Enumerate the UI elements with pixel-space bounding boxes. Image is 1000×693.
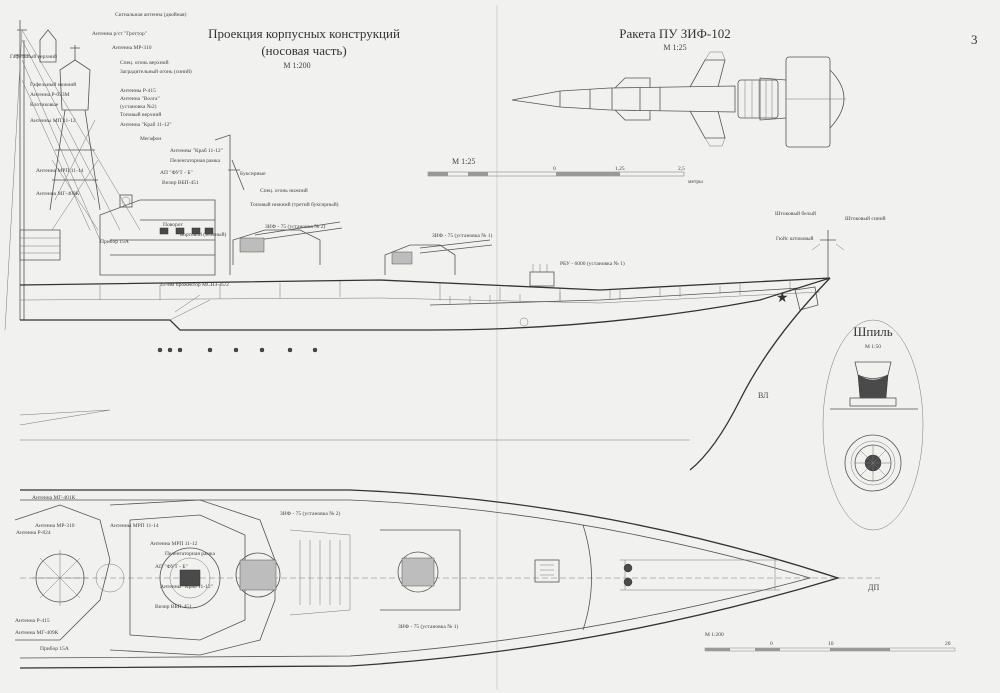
page-number: 3 <box>971 32 978 47</box>
scale-bar-label: М 1:25 <box>452 157 475 166</box>
plan-label-ap-fut: АП "ФУТ - Б" <box>155 564 188 570</box>
label-spec-light-upper: Спец. огонь верхний <box>120 59 169 66</box>
missile-drawing <box>511 51 846 148</box>
star-emblem-icon: ★ <box>776 291 789 306</box>
label-r415: Антенны Р-415 <box>120 88 156 94</box>
plan-label-mrp1112: Антенна МРП 11-12 <box>150 541 198 547</box>
windlass-detail: Шпиль М 1:50 <box>822 319 924 531</box>
bottom-scale-bar: М 1:200 0 10 20 <box>704 632 956 652</box>
side-labels: Сигнальная антенна (двойная) Антенна р/с… <box>10 11 886 288</box>
label-pribor-15a: Прибор 15А <box>100 238 129 245</box>
portholes <box>157 347 318 353</box>
plan-label-mr310: Антенна МР-310 <box>35 523 75 529</box>
label-staff-blue: Штоковый синий <box>845 215 886 222</box>
label-ap-fut: АП "ФУТ - Б" <box>160 170 193 176</box>
label-rst-grottor: Антенна р/ст "Гроттор" <box>92 31 147 37</box>
label-spec-light-lower: Спец. огонь нижний <box>260 187 308 194</box>
plan-label-vizir: Визир ВБП-451 <box>155 604 192 610</box>
plan-label-pribor: Прибор 15А <box>40 645 69 652</box>
scale-bar-tick-2: 2,5 <box>678 166 685 172</box>
plan-label-peleng: Пеленгаторная рамка <box>165 551 215 557</box>
plan-label-mg401k: Антенна МГ-401К <box>32 495 76 501</box>
bottom-scale-label: М 1:200 <box>705 632 724 638</box>
label-rbu: РБУ - 6000 (установка № 1) <box>560 260 625 267</box>
label-bortovoy: Бортовой (зеленый) <box>180 231 227 238</box>
label-staff-white: Штоковый белый <box>775 210 816 217</box>
label-krab: Антенны "Краб 11-12" <box>170 147 223 154</box>
plan-label-krab: Антенны "Краб 11-12" <box>160 583 213 590</box>
side-view: ★ ВЛ <box>4 20 845 471</box>
plan-label-mrp1114: Антенны МРП 11-14 <box>110 523 159 529</box>
bottom-scale-tick-1: 10 <box>828 641 834 647</box>
missile-scale: М 1:25 <box>663 43 686 52</box>
label-top-lower: Топовый нижний (третий буксирный) <box>250 201 339 208</box>
scale-bar-tick-0: 0 <box>553 166 556 172</box>
label-guys: Гюйс штоковый <box>776 235 814 242</box>
plan-label-mg409k: Антенна МГ-409К <box>15 630 59 636</box>
label-buksir: Буксирные <box>240 171 266 177</box>
windlass-title: Шпиль <box>853 324 893 339</box>
label-gaff-upper: Гафельный верхний <box>10 53 57 60</box>
plan-label-zif-1: ЗИФ - 75 (установка № 1) <box>398 623 459 630</box>
plan-view: ДП <box>14 489 880 669</box>
bottom-scale-tick-0: 0 <box>770 641 773 647</box>
missile-title: Ракета ПУ ЗИФ-102 <box>619 26 730 41</box>
label-zif-1: ЗИФ - 75 (установка № 1) <box>432 232 493 239</box>
centerline-label: ДП <box>868 583 879 592</box>
plan-label-r415: Антенна Р-415 <box>15 618 50 624</box>
label-vizir: Визир ВБП-451 <box>162 180 199 186</box>
label-install-2: (установка №2) <box>120 103 157 110</box>
hull-title-line2: (носовая часть) <box>261 43 346 58</box>
label-povorot: Поворот <box>163 222 183 228</box>
plan-labels: Антенна МГ-401К Антенна МР-310 Антенна Р… <box>15 495 459 652</box>
label-top-upper: Топовый верхний <box>120 111 161 118</box>
label-mg409k: Антенна МГ-409К <box>36 191 80 197</box>
label-peleng-frame: Пеленгаторная рамка <box>170 158 220 164</box>
missile-scale-bar: М 1:25 0 1,25 2,5 метры <box>427 157 703 185</box>
label-krab-top: Антенна "Краб 11-12" <box>120 121 172 128</box>
hull-scale: М 1:200 <box>283 61 310 70</box>
label-mr310: Антенна МР-310 <box>112 45 152 51</box>
bottom-scale-tick-2: 20 <box>945 641 951 647</box>
label-r033m: Антенна Р-033М <box>30 92 70 98</box>
plan-label-zif-2: ЗИФ - 75 (установка № 2) <box>280 510 341 517</box>
label-volga: Антенна "Волга" <box>120 96 160 102</box>
label-klotik: Клотиковые <box>30 102 59 108</box>
scale-bar-unit: метры <box>688 179 703 185</box>
scale-bar-tick-1: 1,25 <box>615 166 625 172</box>
label-signal-antenna: Сигнальная антенна (двойная) <box>115 11 187 18</box>
label-mrp1114: Антенна МРП 11-14 <box>36 168 84 174</box>
plan-label-r824: Антенна Р-824 <box>16 530 51 536</box>
label-gaff-lower: Гафельный нижний <box>30 81 76 88</box>
hull-title-line1: Проекция корпусных конструкций <box>208 26 400 41</box>
label-zif-2: ЗИФ - 75 (установка № 2) <box>265 223 326 230</box>
waterline-label: ВЛ <box>758 391 769 400</box>
label-searchlight: 45-мм прожектор МСНЗ-45/2 <box>160 282 229 288</box>
label-mp1112: Антенны МП 11-12 <box>30 118 76 124</box>
windlass-scale: М 1:50 <box>865 344 881 350</box>
label-megafon: Мегафон <box>140 135 161 142</box>
label-barrier-light: Заградительный огонь (синий) <box>120 68 192 75</box>
